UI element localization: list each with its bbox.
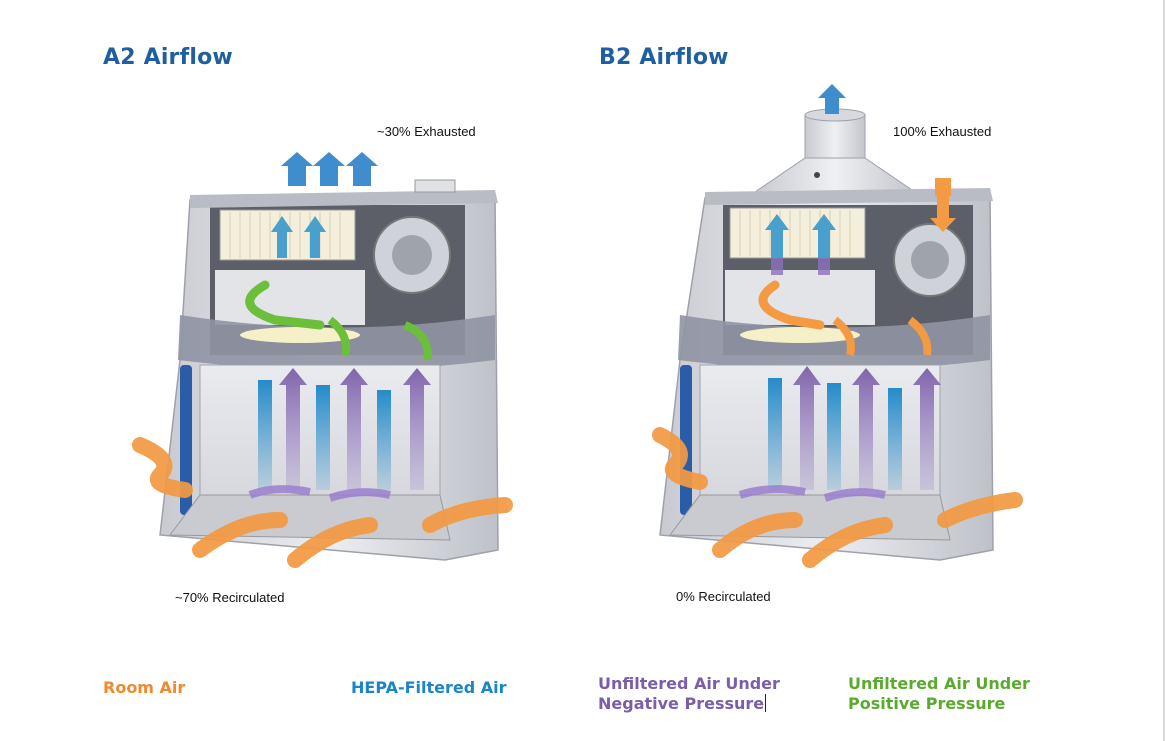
b2-exhaust-label: 100% Exhausted: [893, 124, 992, 139]
b2-plenum: [725, 270, 875, 325]
b2-filter-arrows: [765, 214, 836, 275]
legend-unfiltered-negative-line2: Negative Pressure: [598, 694, 765, 713]
b2-recirc-label: 0% Recirculated: [676, 589, 771, 604]
a2-top-panel: [190, 190, 498, 208]
legend-unfiltered-positive: Unfiltered Air Under Positive Pressure: [848, 674, 1030, 714]
a2-recirc-label: ~70% Recirculated: [175, 590, 285, 605]
a2-cabinet-diagram: [132, 152, 513, 568]
a2-plenum: [215, 270, 365, 325]
b2-room-air-intake: [935, 178, 951, 196]
a2-control-box: [414, 179, 456, 193]
b2-title: B2 Airflow: [599, 45, 729, 70]
b2-front-panel: [678, 315, 990, 370]
b2-exhaust-hood: [753, 157, 917, 193]
legend-unfiltered-negative-line1: Unfiltered Air Under: [598, 674, 780, 693]
a2-hepa-filter: [219, 209, 356, 261]
a2-filter-arrows: [271, 216, 326, 258]
legend-room-air: Room Air: [103, 678, 186, 697]
a2-work-zone-flow: [248, 368, 431, 502]
a2-side-control-strip: [180, 365, 192, 515]
a2-positive-flow: [245, 280, 325, 330]
b2-room-air-flow: [652, 427, 1023, 568]
b2-cabinet-diagram: [652, 84, 1023, 568]
b2-light: [740, 327, 860, 343]
a2-title: A2 Airflow: [103, 45, 233, 70]
b2-side-control-strip: [680, 365, 692, 515]
b2-top-panel: [705, 188, 993, 205]
text-cursor: [765, 694, 767, 712]
b2-plenum-room-air: [758, 280, 825, 330]
b2-work-zone-flow: [738, 366, 941, 502]
b2-hepa-filter: [729, 207, 866, 259]
legend-unfiltered-positive-line1: Unfiltered Air Under: [848, 674, 1030, 693]
legend-hepa-filtered-air: HEPA-Filtered Air: [351, 678, 507, 697]
legend-unfiltered-positive-line2: Positive Pressure: [848, 694, 1006, 713]
legend-unfiltered-negative: Unfiltered Air Under Negative Pressure: [598, 674, 780, 714]
a2-exhaust-arrows: [281, 152, 378, 186]
b2-work-surface: [669, 494, 951, 541]
b2-exhaust-collar: [804, 114, 866, 161]
page-right-edge: [1163, 0, 1165, 741]
a2-light: [240, 327, 360, 343]
a2-room-air-flow: [132, 437, 513, 568]
a2-exhaust-label: ~30% Exhausted: [377, 124, 476, 139]
b2-exhaust-arrow: [818, 84, 846, 114]
